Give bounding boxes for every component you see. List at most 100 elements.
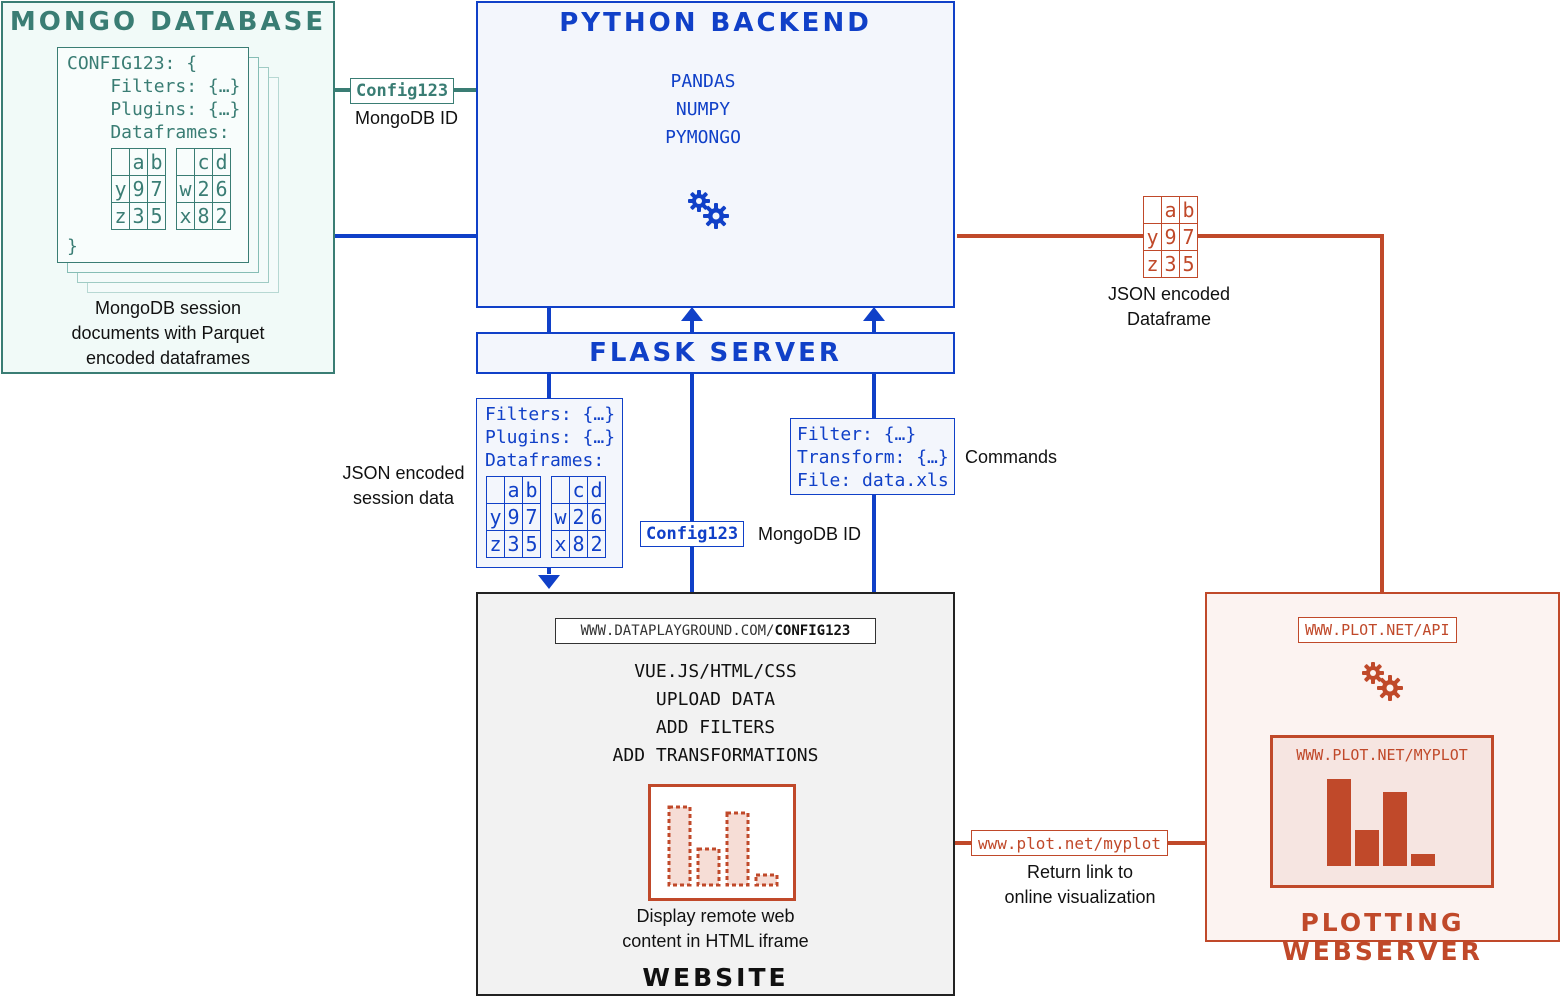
session-line: Filters: {…} — [485, 404, 616, 425]
myplot-box — [1270, 735, 1494, 888]
myplot-url: WWW.PLOT.NET/MYPLOT — [1296, 746, 1468, 764]
table-cell: 6 — [212, 175, 231, 203]
table-cell: 2 — [587, 530, 606, 558]
caption-line: encoded dataframes — [85, 348, 251, 368]
table-cell: d — [212, 148, 231, 176]
iframe-bar-1 — [696, 847, 721, 887]
lib-item: PANDAS — [670, 71, 736, 92]
plotting-webserver-title: PLOTTING WEBSERVER — [1282, 908, 1483, 966]
website-url-bar[interactable]: WWW.DATAPLAYGROUND.COM/CONFIG123 — [555, 618, 876, 644]
iframe-chart — [667, 805, 779, 887]
mongo-database-title: MONGO DATABASE — [9, 7, 327, 37]
caption-line: MongoDB session — [94, 298, 242, 318]
flask-server-box — [476, 332, 955, 374]
table-cell — [1143, 196, 1162, 224]
table-cell: 6 — [587, 503, 606, 531]
table-cell: a — [129, 148, 148, 176]
mongo-doc-code: CONFIG123: { Filters: {…} Plugins: {…} D… — [67, 52, 240, 144]
plot-api-url[interactable]: WWW.PLOT.NET/API — [1298, 617, 1457, 643]
feature-item: ADD FILTERS — [655, 717, 776, 738]
caption-line: content in HTML iframe — [622, 931, 809, 951]
iframe-bar-2 — [725, 811, 750, 887]
table-cell: 9 — [129, 175, 148, 203]
table-cell — [176, 148, 195, 176]
iframe-bar-3 — [754, 873, 779, 887]
myplot-chart — [1327, 779, 1435, 866]
table-cell: 8 — [569, 530, 588, 558]
caption-line: Display remote web — [636, 906, 795, 926]
arrowhead-backend-right — [863, 307, 885, 321]
python-backend-title: PYTHON BACKEND — [559, 8, 872, 38]
feature-item: VUE.JS/HTML/CSS — [634, 661, 797, 682]
config-tag-website: Config123 — [640, 521, 745, 547]
feature-item: UPLOAD DATA — [655, 689, 776, 710]
table-cell: 2 — [194, 175, 213, 203]
commands-label: Commands — [965, 447, 1058, 467]
python-backend-box — [476, 1, 955, 308]
mongo-caption: MongoDB session documents with Parquet e… — [1, 296, 335, 371]
arrow-dataframe-to-plot — [957, 234, 1384, 600]
label-line: JSON encoded — [1107, 284, 1231, 304]
session-line: Dataframes: — [485, 450, 605, 471]
table-cell: y — [1143, 223, 1162, 251]
lib-item: PYMONGO — [665, 127, 741, 148]
mongo-doc-line: Filters: {…} — [67, 76, 241, 97]
commands-box — [790, 418, 955, 495]
command-line: Transform: {…} — [797, 447, 949, 468]
command-line: Filter: {…} — [797, 424, 917, 445]
table-cell: b — [1179, 196, 1198, 224]
table-cell: z — [1143, 250, 1162, 278]
table-cell — [111, 148, 130, 176]
table-cell: 7 — [1179, 223, 1198, 251]
config-website-label: MongoDB ID — [758, 524, 862, 544]
table-cell: x — [551, 530, 570, 558]
table-cell: 7 — [522, 503, 541, 531]
table-cell — [486, 476, 505, 504]
plot-bar-3 — [1411, 854, 1435, 866]
table-cell: y — [486, 503, 505, 531]
table-cell: 9 — [504, 503, 523, 531]
table-cell: 5 — [1179, 250, 1198, 278]
label-line: Return link to — [1026, 862, 1134, 882]
table-cell: 5 — [522, 530, 541, 558]
mongo-doc-line: CONFIG123: { — [67, 53, 198, 74]
session-line: Plugins: {…} — [485, 427, 616, 448]
table-cell: y — [111, 175, 130, 203]
lib-item: NUMPY — [675, 99, 731, 120]
table-cell: d — [587, 476, 606, 504]
commands-code: Filter: {…} Transform: {…} File: data.xl… — [797, 423, 949, 492]
table-cell: 9 — [1161, 223, 1180, 251]
label-line: online visualization — [1004, 887, 1156, 907]
config-tag-mongo: Config123 — [350, 78, 455, 104]
json-dataframe-label: JSON encoded Dataframe — [1090, 282, 1248, 332]
command-line: File: data.xls — [797, 470, 949, 491]
mongo-doc-line: Plugins: {…} — [67, 99, 241, 120]
return-link-label: Return link to online visualization — [980, 860, 1180, 910]
table-cell: w — [551, 503, 570, 531]
label-line: session data — [352, 488, 455, 508]
flask-server-title: FLASK SERVER — [589, 338, 842, 368]
table-cell: a — [504, 476, 523, 504]
table-cell: z — [111, 202, 130, 230]
website-features: VUE.JS/HTML/CSS UPLOAD DATA ADD FILTERS … — [476, 658, 955, 770]
table-cell: 3 — [1161, 250, 1180, 278]
iframe-bar-0 — [667, 805, 692, 887]
table-cell: c — [569, 476, 588, 504]
plot-bar-0 — [1327, 779, 1351, 866]
backend-libs: PANDAS NUMPY PYMONGO — [476, 68, 930, 152]
arrowhead-session — [538, 575, 560, 589]
table-cell: b — [522, 476, 541, 504]
session-data-label: JSON encoded session data — [330, 461, 477, 511]
return-link-tag[interactable]: www.plot.net/myplot — [971, 830, 1169, 856]
table-cell: 2 — [569, 503, 588, 531]
mongo-doc-line: Dataframes: — [67, 122, 230, 143]
caption-line: documents with Parquet — [71, 323, 265, 343]
table-cell: 7 — [147, 175, 166, 203]
table-cell: 2 — [212, 202, 231, 230]
table-cell: 3 — [504, 530, 523, 558]
